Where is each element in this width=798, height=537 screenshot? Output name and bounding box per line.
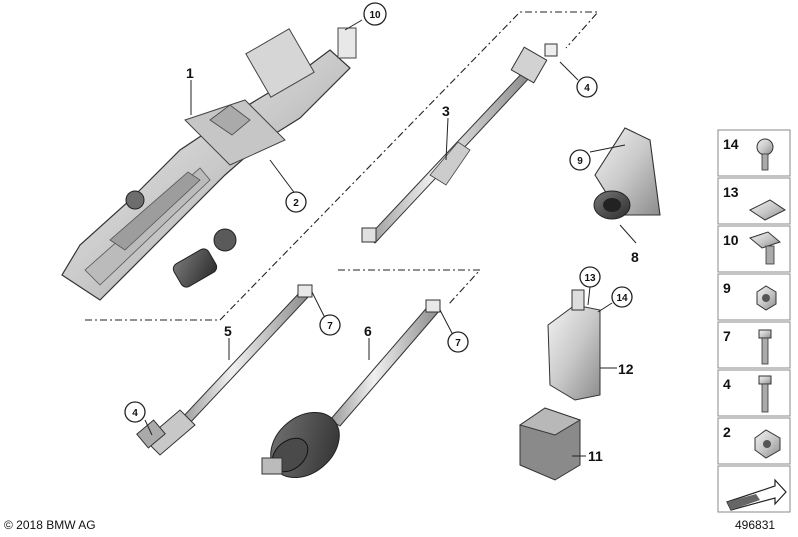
legend-item-9: 9 — [717, 273, 791, 321]
callout-7-left: 7 — [319, 314, 341, 336]
svg-text:9: 9 — [723, 280, 731, 296]
svg-text:7: 7 — [327, 321, 333, 332]
steering-boot-part — [593, 127, 661, 220]
callout-9: 9 — [569, 149, 591, 171]
svg-text:13: 13 — [584, 273, 596, 284]
svg-text:10: 10 — [369, 10, 381, 21]
legend-item-10: 10 — [717, 225, 791, 273]
svg-text:14: 14 — [723, 136, 739, 152]
callout-14: 14 — [611, 286, 633, 308]
svg-text:4: 4 — [132, 408, 138, 419]
svg-text:7: 7 — [723, 328, 731, 344]
label-part-1: 1 — [186, 65, 194, 81]
label-part-3: 3 — [442, 103, 450, 119]
intermediate-shaft-part — [361, 43, 558, 244]
legend-item-2: 2 — [717, 417, 791, 465]
label-part-5: 5 — [224, 323, 232, 339]
diagram-number: 496831 — [735, 518, 776, 532]
svg-text:4: 4 — [723, 376, 731, 392]
svg-text:4: 4 — [584, 83, 590, 94]
copyright-text: © 2018 BMW AG — [4, 518, 96, 532]
svg-text:10: 10 — [723, 232, 739, 248]
bracket-part — [547, 289, 601, 401]
legend-item-13: 13 — [717, 177, 791, 225]
svg-text:7: 7 — [455, 338, 461, 349]
lower-shaft-with-boot-part — [261, 299, 441, 479]
leader-lines — [144, 19, 637, 457]
callout-4-lower: 4 — [124, 401, 146, 423]
legend-arrow-icon — [717, 465, 791, 513]
label-part-8: 8 — [631, 249, 639, 265]
label-part-6: 6 — [364, 323, 372, 339]
callout-7-right: 7 — [447, 331, 469, 353]
svg-text:2: 2 — [723, 424, 731, 440]
svg-text:13: 13 — [723, 184, 739, 200]
small-parts-legend: 14 13 10 9 7 4 — [717, 129, 791, 513]
legend-item-14: 14 — [717, 129, 791, 177]
label-part-12: 12 — [618, 361, 634, 377]
legend-item-4: 4 — [717, 369, 791, 417]
svg-text:2: 2 — [293, 198, 299, 209]
callout-13: 13 — [579, 266, 601, 288]
callout-2: 2 — [285, 191, 307, 213]
legend-item-7: 7 — [717, 321, 791, 369]
steering-column-part — [61, 27, 357, 301]
callout-4-upper: 4 — [576, 76, 598, 98]
assembly-boundary-lines — [85, 11, 600, 321]
svg-text:14: 14 — [616, 293, 628, 304]
svg-text:9: 9 — [577, 156, 583, 167]
label-part-11: 11 — [588, 448, 603, 464]
control-unit-part — [518, 407, 582, 481]
callout-10: 10 — [363, 2, 387, 26]
